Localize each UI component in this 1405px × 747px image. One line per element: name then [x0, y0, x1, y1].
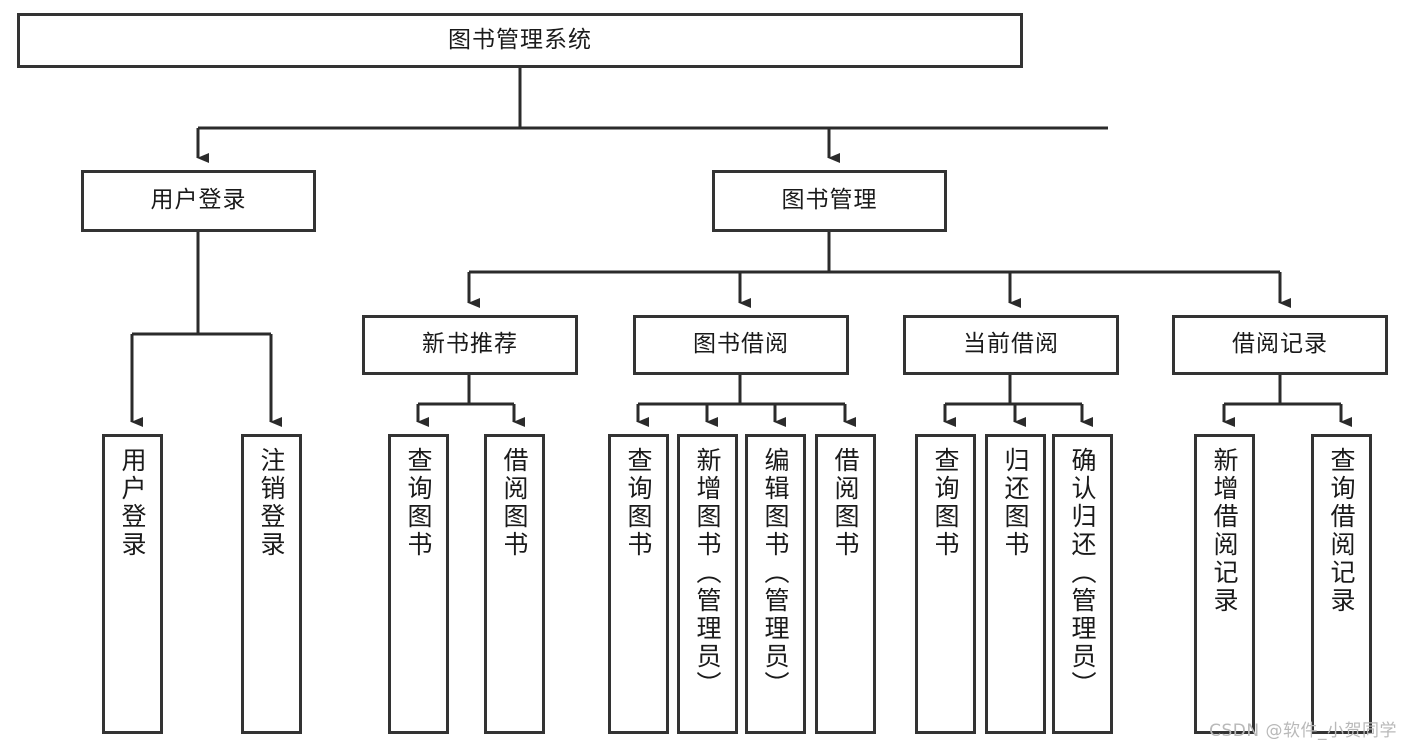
node-label: 查询图书: [624, 447, 653, 559]
node-label: 新书推荐: [422, 331, 518, 358]
node-label: 注销登录: [257, 447, 286, 559]
leaf-borrow-edit-book-admin[interactable]: 编辑图书（管理员）: [745, 434, 806, 734]
leaf-user-login-logout[interactable]: 注销登录: [241, 434, 302, 734]
node-label: 借阅图书: [831, 447, 860, 559]
node-user-login[interactable]: 用户登录: [81, 170, 316, 232]
node-label: 当前借阅: [963, 331, 1059, 358]
node-root-book-management-system[interactable]: 图书管理系统: [17, 13, 1023, 68]
node-label: 图书管理: [781, 187, 878, 214]
leaf-borrow-query-book[interactable]: 查询图书: [608, 434, 669, 734]
node-borrow-record[interactable]: 借阅记录: [1172, 315, 1388, 375]
node-label: 查询借阅记录: [1327, 447, 1356, 615]
csdn-watermark: CSDN @软件_小贺同学: [1209, 721, 1397, 741]
node-book-management[interactable]: 图书管理: [712, 170, 947, 232]
leaf-current-return-book[interactable]: 归还图书: [985, 434, 1046, 734]
node-label: 用户登录: [118, 447, 147, 559]
leaf-record-query-record[interactable]: 查询借阅记录: [1311, 434, 1372, 734]
leaf-newbook-borrow-book[interactable]: 借阅图书: [484, 434, 545, 734]
node-label: 归还图书: [1001, 447, 1030, 559]
leaf-current-confirm-return-admin[interactable]: 确认归还（管理员）: [1052, 434, 1113, 734]
leaf-current-query-book[interactable]: 查询图书: [915, 434, 976, 734]
leaf-borrow-add-book-admin[interactable]: 新增图书（管理员）: [677, 434, 738, 734]
leaf-newbook-query-book[interactable]: 查询图书: [388, 434, 449, 734]
node-label: 借阅图书: [500, 447, 529, 559]
node-label: 确认归还（管理员）: [1068, 447, 1097, 699]
node-current-borrow[interactable]: 当前借阅: [903, 315, 1119, 375]
node-book-borrow[interactable]: 图书借阅: [633, 315, 849, 375]
node-label: 图书借阅: [693, 331, 789, 358]
node-label: 借阅记录: [1232, 331, 1328, 358]
leaf-borrow-borrow-book[interactable]: 借阅图书: [815, 434, 876, 734]
node-label: 用户登录: [150, 187, 247, 214]
leaf-user-login-signin[interactable]: 用户登录: [102, 434, 163, 734]
node-label: 查询图书: [404, 447, 433, 559]
node-label: 新增借阅记录: [1210, 447, 1239, 615]
node-label: 图书管理系统: [448, 26, 592, 53]
node-label: 新增图书（管理员）: [693, 447, 722, 699]
node-label: 编辑图书（管理员）: [761, 447, 790, 699]
node-new-book-recommend[interactable]: 新书推荐: [362, 315, 578, 375]
leaf-record-add-record[interactable]: 新增借阅记录: [1194, 434, 1255, 734]
node-label: 查询图书: [931, 447, 960, 559]
